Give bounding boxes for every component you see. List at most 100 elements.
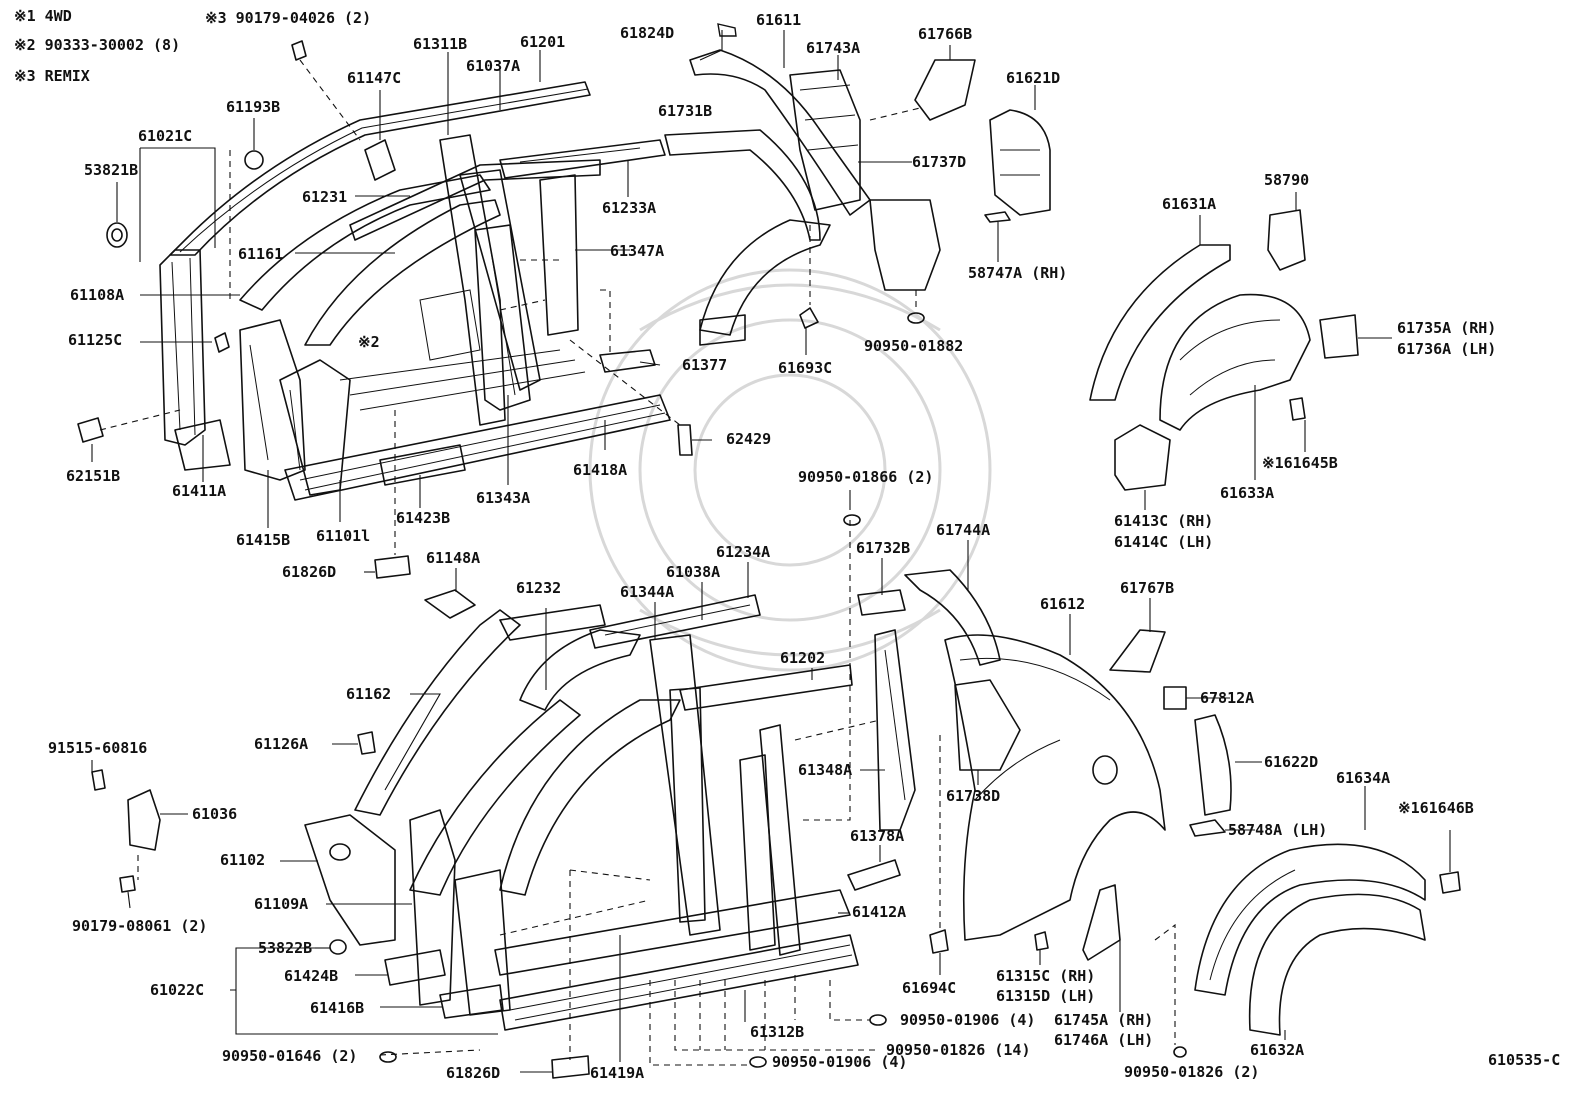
label-61312b: 61312B: [750, 1023, 805, 1041]
label-61038a: 61038A: [666, 563, 721, 581]
note-3: ※3 REMIX: [14, 67, 90, 85]
label-61632a: 61632A: [1250, 1041, 1305, 1059]
label-61348a: 61348A: [798, 761, 853, 779]
label-61826d-bottom: 61826D: [446, 1064, 501, 1082]
top-left-small-parts: [77, 40, 693, 579]
label-61631a: 61631A: [1162, 195, 1217, 213]
label-62429: 62429: [726, 430, 772, 448]
label-61738d: 61738D: [946, 787, 1001, 805]
label-61415b: 61415B: [236, 531, 291, 549]
label-62151b: 62151B: [66, 467, 121, 485]
label-61231: 61231: [302, 188, 348, 206]
label-61694c: 61694C: [902, 979, 957, 997]
label-61343a: 61343A: [476, 489, 531, 507]
label-90950-01826-b: 90950-01826 (2): [1124, 1063, 1260, 1081]
bracket-61377: [599, 349, 656, 373]
label-67812a: 67812A: [1200, 689, 1255, 707]
label-90950-01826-a: 90950-01826 (14): [886, 1041, 1031, 1059]
upper-left-side-panel-assembly: [159, 81, 671, 501]
label-61736a: 61736A (LH): [1397, 340, 1497, 358]
label-61767b: 61767B: [1120, 579, 1175, 597]
label-90950-01646: 90950-01646 (2): [222, 1047, 358, 1065]
label-61233a: 61233A: [602, 199, 657, 217]
label-61344a: 61344A: [620, 583, 675, 601]
note-90179-04026: ※3 90179-04026 (2): [205, 9, 372, 27]
label-90950-01906-b: 90950-01906 (4): [772, 1053, 908, 1071]
label-61037a: 61037A: [466, 57, 521, 75]
label-61416b: 61416B: [310, 999, 365, 1017]
label-61022c: 61022C: [150, 981, 205, 999]
label-61315d: 61315D (LH): [996, 987, 1096, 1005]
label-61746a: 61746A (LH): [1054, 1031, 1154, 1049]
label-61193b: 61193B: [226, 98, 281, 116]
label-61634a: 61634A: [1336, 769, 1391, 787]
label-61735a: 61735A (RH): [1397, 319, 1497, 337]
label-61162: 61162: [346, 685, 392, 703]
bolt-90179-04026: [291, 40, 307, 61]
note-1: ※1 4WD: [14, 7, 72, 25]
upper-rear-quarter-assembly: [664, 23, 1051, 346]
label-61413c: 61413C (RH): [1114, 512, 1214, 530]
label-53821b: 53821B: [84, 161, 139, 179]
label-61743a: 61743A: [806, 39, 861, 57]
label-58748a: 58748A (LH): [1228, 821, 1328, 839]
label-90179-08061: 90179-08061 (2): [72, 917, 208, 935]
label-61125c: 61125C: [68, 331, 123, 349]
label-61109a: 61109A: [254, 895, 309, 913]
label-61414c: 61414C (LH): [1114, 533, 1214, 551]
dashed-assembly-lines: [99, 59, 1176, 1066]
label-61148a: 61148A: [426, 549, 481, 567]
label-53822b: 53822B: [258, 939, 313, 957]
label-61232: 61232: [516, 579, 562, 597]
label-61161: 61161: [238, 245, 284, 263]
mark-x2: ※2: [358, 333, 380, 351]
clip-61125c: [214, 332, 230, 353]
pad-62151b: [77, 417, 104, 443]
bracket-61147c: [364, 139, 396, 181]
pad-62429: [677, 424, 693, 456]
bracket-61735a: [1319, 314, 1359, 359]
label-61423b: 61423B: [396, 509, 451, 527]
plug-61193b: [244, 150, 264, 170]
label-61732b: 61732B: [856, 539, 911, 557]
label-61201: 61201: [520, 33, 566, 51]
footer-code: 610535-C: [1488, 1051, 1561, 1069]
label-61412a: 61412A: [852, 903, 907, 921]
label-61621d: 61621D: [1006, 69, 1061, 87]
label-61826d-top: 61826D: [282, 563, 337, 581]
label-61737d: 61737D: [912, 153, 967, 171]
label-58747a: 58747A (RH): [968, 264, 1068, 282]
label-61126a: 61126A: [254, 735, 309, 753]
label-61633a: 61633A: [1220, 484, 1275, 502]
label-161646b: ※161646B: [1398, 799, 1474, 817]
label-61311b: 61311B: [413, 35, 468, 53]
label-91515-60816: 91515-60816: [48, 739, 148, 757]
upper-wheel-house: [1089, 209, 1359, 491]
label-61234a: 61234A: [716, 543, 771, 561]
label-61744a: 61744A: [936, 521, 991, 539]
label-61766b: 61766B: [918, 25, 973, 43]
label-61424b: 61424B: [284, 967, 339, 985]
pad-61826d-top: [374, 555, 411, 579]
label-58790: 58790: [1264, 171, 1310, 189]
label-61315c: 61315C (RH): [996, 967, 1096, 985]
label-61693c: 61693C: [778, 359, 833, 377]
bracket-61413c: [1114, 424, 1171, 491]
plug-53821b: [106, 222, 128, 248]
label-61101: 61101l: [316, 527, 371, 545]
label-61419a: 61419A: [590, 1064, 645, 1082]
label-61102: 61102: [220, 851, 266, 869]
label-61611: 61611: [756, 11, 802, 29]
label-61377: 61377: [682, 356, 728, 374]
label-161645b: ※161645B: [1262, 454, 1338, 472]
clip-161645b: [1289, 397, 1306, 421]
note-2: ※2 90333-30002 (8): [14, 36, 181, 54]
label-61622d: 61622D: [1264, 753, 1319, 771]
label-61378a: 61378A: [850, 827, 905, 845]
leader-lines: [91, 30, 1451, 1073]
bracket-58790: [1267, 209, 1306, 271]
label-61108a: 61108A: [70, 286, 125, 304]
label-61347a: 61347A: [610, 242, 665, 260]
lower-side-panel-assembly: [91, 589, 916, 1079]
